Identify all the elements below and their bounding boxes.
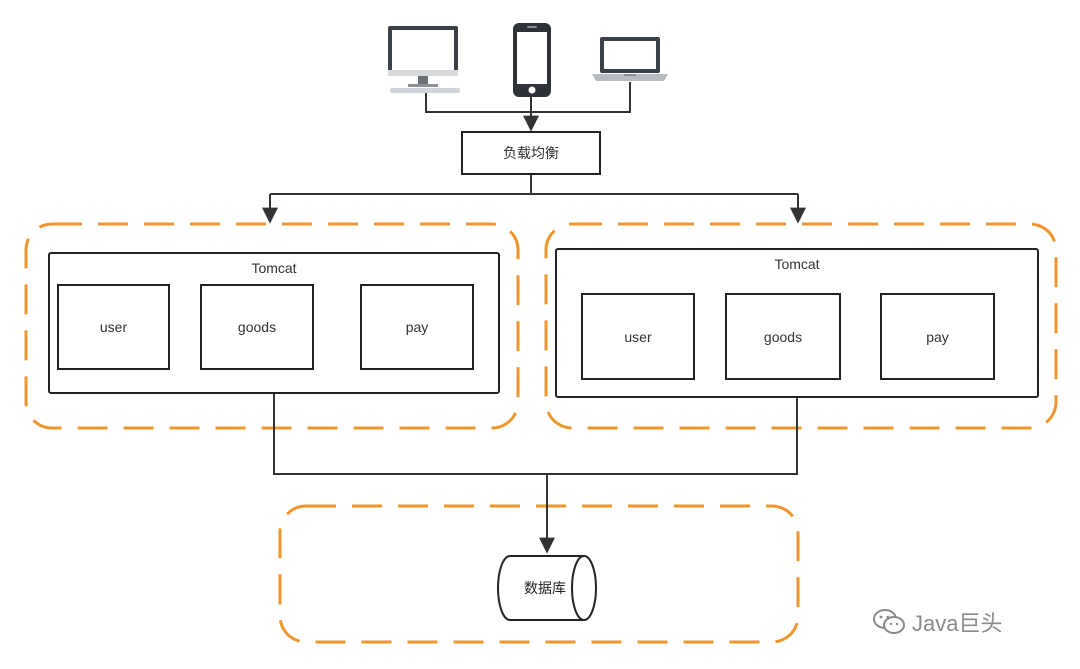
- laptop-icon: [592, 37, 668, 81]
- cluster-outline-left: [24, 222, 520, 430]
- module-label: pay: [405, 319, 429, 335]
- module-label: user: [624, 328, 652, 345]
- module-pay: pay: [360, 284, 474, 370]
- module-user: user: [581, 293, 695, 380]
- load-balancer-label: 负载均衡: [503, 145, 559, 161]
- tomcat-title: Tomcat: [774, 256, 820, 272]
- smartphone-icon: [513, 23, 551, 97]
- cluster-outline-right: [544, 222, 1058, 430]
- module-label: pay: [926, 328, 949, 345]
- db-lines: [273, 394, 798, 554]
- module-goods: goods: [725, 293, 841, 380]
- module-goods: goods: [200, 284, 314, 370]
- database-cylinder: [497, 555, 597, 621]
- database-outline: [278, 504, 800, 644]
- desktop-monitor-icon: [388, 26, 460, 93]
- module-label: user: [99, 319, 128, 335]
- module-label: goods: [237, 319, 277, 335]
- module-user: user: [57, 284, 170, 370]
- database-label: 数据库: [524, 580, 566, 596]
- client-lines: [425, 82, 631, 132]
- wechat-icon: [873, 609, 905, 634]
- load-balancer-box: 负载均衡: [461, 131, 601, 175]
- watermark: Java巨头: [872, 604, 1002, 640]
- module-pay: pay: [880, 293, 995, 380]
- lb-lines: [262, 175, 806, 224]
- tomcat-title: Tomcat: [251, 260, 297, 276]
- watermark-text: Java巨头: [912, 611, 1003, 636]
- module-label: goods: [763, 328, 803, 345]
